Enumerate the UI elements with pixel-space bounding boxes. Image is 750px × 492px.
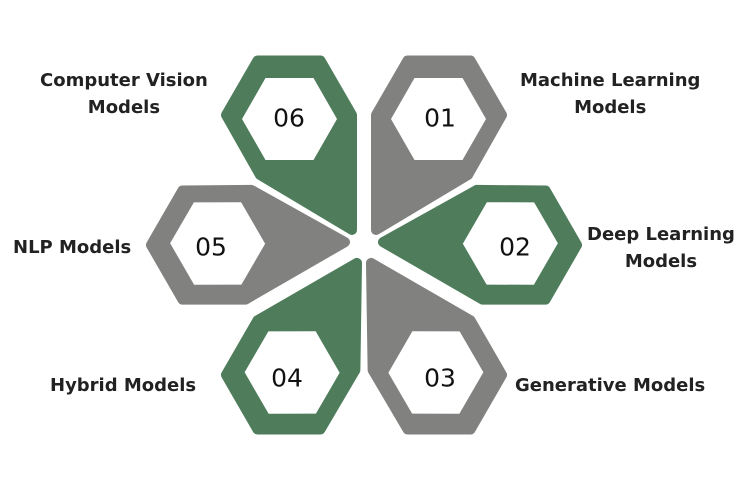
- number-05: 05: [195, 233, 227, 262]
- label-06: Computer Vision Models: [40, 67, 208, 121]
- label-01-line1: Machine Learning: [520, 70, 701, 91]
- label-05: NLP Models: [13, 237, 132, 258]
- number-02: 02: [499, 233, 531, 262]
- label-02: Deep Learning Models: [587, 221, 735, 275]
- label-03: Generative Models: [515, 375, 706, 396]
- label-01: Machine Learning Models: [520, 67, 700, 121]
- label-01-line2: Models: [574, 97, 647, 118]
- number-01: 01: [424, 104, 456, 133]
- label-06-line2: Models: [87, 97, 161, 118]
- label-06-line1: Computer Vision: [40, 70, 208, 91]
- label-04: Hybrid Models: [50, 375, 197, 396]
- number-06: 06: [273, 104, 305, 133]
- number-04: 04: [271, 364, 303, 393]
- number-03: 03: [424, 364, 456, 393]
- label-02-line2: Models: [624, 251, 698, 272]
- label-02-line1: Deep Learning: [587, 224, 735, 245]
